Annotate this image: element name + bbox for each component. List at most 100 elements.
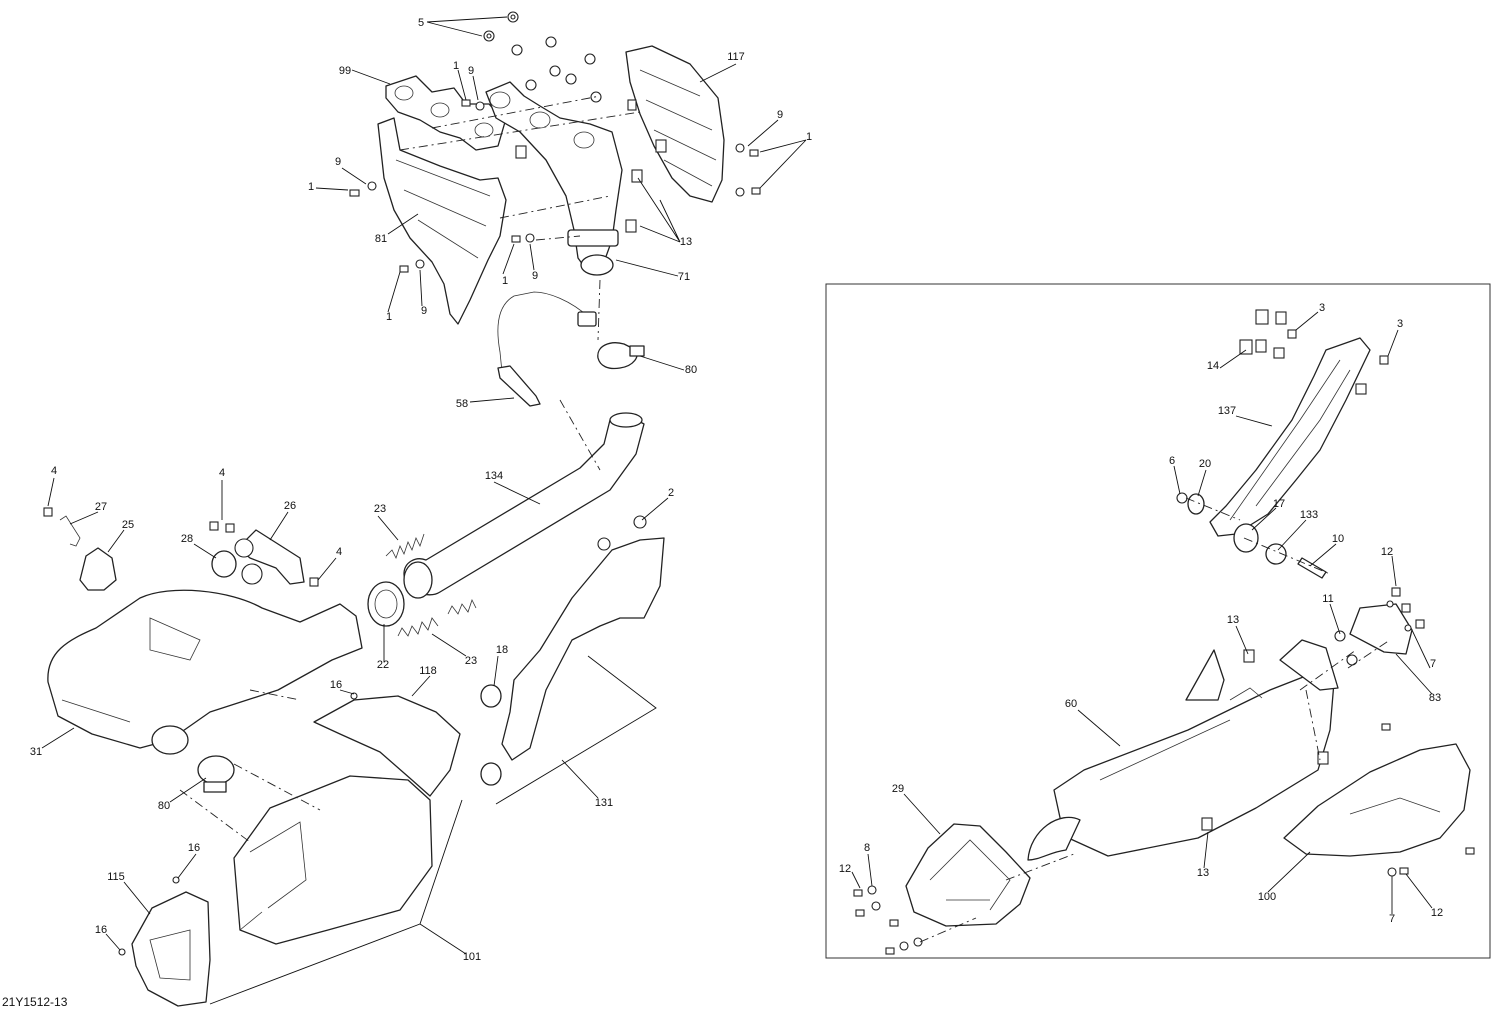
bolt-washer-1-9-set xyxy=(349,99,761,273)
callout-c-10: 10 xyxy=(1332,533,1344,545)
callout-c-60: 60 xyxy=(1065,698,1077,710)
callout-c-13a: 13 xyxy=(680,236,692,248)
exhaust-clamp-80-lower xyxy=(197,755,235,793)
callout-c-115: 115 xyxy=(107,871,125,883)
callout-c-7a: 7 xyxy=(1430,658,1436,670)
callout-c-4c: 4 xyxy=(336,546,342,558)
callout-c-8: 8 xyxy=(864,842,870,854)
rubber-mount-25 xyxy=(79,547,117,591)
bolt-4-set xyxy=(43,507,319,587)
callout-c-71: 71 xyxy=(678,271,690,283)
callout-c-28: 28 xyxy=(181,533,193,545)
callout-c-6: 6 xyxy=(1169,455,1175,467)
callout-c-27: 27 xyxy=(95,501,107,513)
spring-23-upper xyxy=(385,533,425,560)
callout-c-117: 117 xyxy=(727,51,745,63)
callout-c-101: 101 xyxy=(463,951,481,963)
callout-c-1e: 1 xyxy=(386,311,392,323)
callout-c-12a: 12 xyxy=(1381,546,1393,558)
callout-c-20: 20 xyxy=(1199,458,1211,470)
heat-shield-100 xyxy=(1283,743,1471,857)
assembly-line-left xyxy=(179,95,641,843)
callout-c-5: 5 xyxy=(418,17,424,29)
exhaust-clamp-80-upper xyxy=(597,342,645,370)
callout-c-137: 137 xyxy=(1218,405,1236,417)
muffler-support-131 xyxy=(480,515,665,786)
callout-c-100: 100 xyxy=(1258,891,1276,903)
callout-c-7b: 7 xyxy=(1389,913,1395,925)
callout-c-9a: 9 xyxy=(468,65,474,77)
callout-c-16a: 16 xyxy=(330,679,342,691)
fastener-11-12-7-set xyxy=(1334,587,1425,666)
callout-c-17: 17 xyxy=(1273,498,1285,510)
leader-lines-left xyxy=(41,16,807,1005)
callout-c-3a: 3 xyxy=(1319,302,1325,314)
callout-c-23a: 23 xyxy=(374,503,386,515)
muffler-60 xyxy=(1027,639,1339,861)
callout-c-9e: 9 xyxy=(421,305,427,317)
callout-c-133: 133 xyxy=(1300,509,1318,521)
callout-c-11: 11 xyxy=(1322,593,1333,605)
assembly-line-right xyxy=(919,497,1391,943)
callout-c-13b: 13 xyxy=(1227,614,1239,626)
callout-c-12b: 12 xyxy=(839,863,851,875)
gasket-ring-22 xyxy=(367,581,405,627)
callout-c-83: 83 xyxy=(1429,692,1441,704)
callout-c-1a: 1 xyxy=(453,60,459,72)
clip-13-inset-set xyxy=(1201,649,1329,831)
callout-c-31: 31 xyxy=(30,746,42,758)
callout-c-16c: 16 xyxy=(95,924,107,936)
support-arm-137 xyxy=(1209,337,1371,537)
muffler-bracket-26 xyxy=(234,529,305,585)
callout-c-29: 29 xyxy=(892,783,904,795)
callout-c-23b: 23 xyxy=(465,655,477,667)
callout-c-25: 25 xyxy=(122,519,134,531)
callout-c-9c: 9 xyxy=(335,156,341,168)
clip-14-set xyxy=(1239,309,1389,395)
manifold-gasket-99 xyxy=(385,75,506,151)
bushing-bolt-17-133-10 xyxy=(1233,523,1327,579)
callout-c-3b: 3 xyxy=(1397,318,1403,330)
callout-c-131: 131 xyxy=(595,797,613,809)
callout-c-22: 22 xyxy=(377,659,389,671)
callout-c-118: 118 xyxy=(419,665,437,677)
callout-c-26: 26 xyxy=(284,500,296,512)
callout-c-13c: 13 xyxy=(1197,867,1209,879)
heat-shield-81 xyxy=(377,117,507,325)
callout-c-12c: 12 xyxy=(1431,907,1443,919)
callout-c-16b: 16 xyxy=(188,842,200,854)
callout-c-9b: 9 xyxy=(777,109,783,121)
callout-c-80a: 80 xyxy=(685,364,697,376)
spring-23-lower xyxy=(397,598,477,637)
callout-c-4a: 4 xyxy=(51,465,57,477)
callout-c-18: 18 xyxy=(496,644,508,656)
diagram-reference-number: 21Y1512-13 xyxy=(2,995,68,1009)
heat-shield-118 xyxy=(313,695,461,797)
muffler-31 xyxy=(47,589,363,755)
washer-6-20 xyxy=(1176,492,1205,515)
end-cap-29 xyxy=(905,823,1031,927)
callout-c-14: 14 xyxy=(1207,360,1219,372)
callout-c-80b: 80 xyxy=(158,800,170,812)
callout-c-2: 2 xyxy=(668,487,674,499)
callout-c-99: 99 xyxy=(339,65,351,77)
fastener-16-set xyxy=(118,692,358,956)
callout-c-1d: 1 xyxy=(502,275,508,287)
callout-c-81: 81 xyxy=(375,233,387,245)
muffler-end-cap-115 xyxy=(131,891,211,1007)
muffler-housing-101 xyxy=(233,775,433,945)
callout-c-58: 58 xyxy=(456,398,468,410)
clip-13-set xyxy=(515,99,667,233)
callout-c-134: 134 xyxy=(485,470,503,482)
nut-set-5 xyxy=(483,11,602,103)
callout-c-1b: 1 xyxy=(806,131,812,143)
heat-shield-117 xyxy=(625,45,725,203)
callout-c-4b: 4 xyxy=(219,467,225,479)
fastener-8-12-7-inset-set xyxy=(853,723,1475,955)
spring-clip-27 xyxy=(59,515,81,547)
callout-c-1c: 1 xyxy=(308,181,314,193)
exhaust-pipe-134 xyxy=(403,412,645,599)
rubber-grommet-28 xyxy=(211,550,237,578)
exhaust-manifold-71 xyxy=(485,81,623,276)
